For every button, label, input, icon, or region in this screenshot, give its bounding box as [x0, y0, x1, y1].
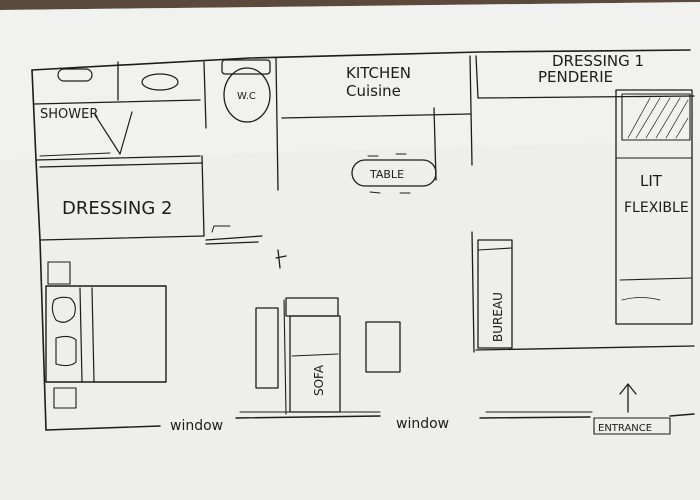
desk-icon [477, 239, 513, 349]
label-dressing-1: DRESSING 1 [552, 52, 644, 70]
toilet-tank [221, 59, 271, 75]
outer-wall-bottom-right [479, 416, 591, 419]
outer-wall-bottom-left [45, 425, 161, 431]
label-sofa: SOFA [312, 364, 326, 396]
label-cuisine: Cuisine [346, 82, 401, 100]
pillow-icon [51, 296, 76, 323]
armchair-icon [365, 321, 401, 373]
label-kitchen: KITCHEN [346, 64, 411, 82]
label-table: TABLE [369, 168, 404, 181]
basin-icon [141, 73, 179, 91]
table-icon [351, 159, 437, 187]
bed-left [45, 285, 167, 383]
label-lit: LIT [640, 172, 663, 190]
label-dressing-2: DRESSING 2 [62, 198, 173, 219]
label-wc: W.C [237, 91, 256, 102]
sink-icon [57, 68, 93, 82]
bed-right [615, 89, 693, 325]
outer-wall-top [31, 49, 691, 71]
toilet-bowl-icon [223, 67, 271, 123]
label-bureau: BUREAU [491, 292, 505, 342]
sofa-icon [289, 315, 341, 413]
entrance-arrow-icon [619, 383, 637, 413]
label-flexible: FLEXIBLE [624, 200, 689, 216]
label-entrance: ENTRANCE [598, 423, 652, 434]
label-window-left: window [170, 418, 223, 434]
label-penderie: PENDERIE [538, 68, 613, 86]
bath-wall [33, 99, 201, 105]
outer-wall-left [31, 69, 47, 431]
outer-wall-bottom-mid [235, 415, 381, 419]
label-window-right: window [396, 416, 449, 432]
label-shower: SHOWER [40, 107, 98, 122]
